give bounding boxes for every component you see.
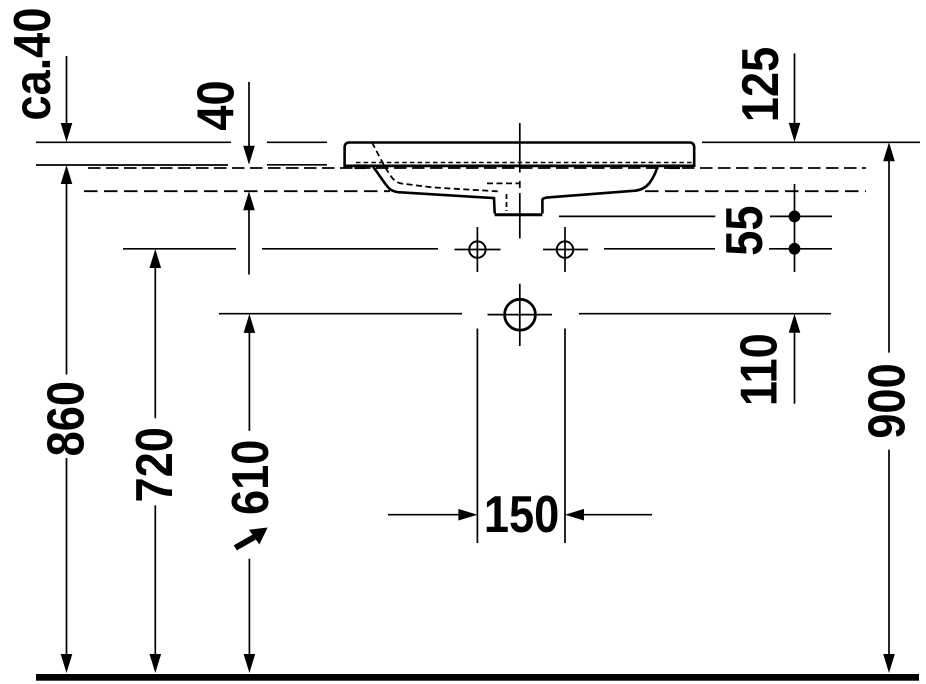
svg-text:150: 150 xyxy=(484,486,559,544)
svg-text:40: 40 xyxy=(188,80,246,130)
svg-text:720: 720 xyxy=(126,427,184,502)
svg-text:125: 125 xyxy=(732,47,790,122)
svg-text:ca.40: ca.40 xyxy=(4,8,62,121)
svg-text:55: 55 xyxy=(716,205,774,255)
svg-text:900: 900 xyxy=(859,363,917,438)
svg-text:110: 110 xyxy=(731,333,789,406)
svg-text:860: 860 xyxy=(37,381,95,456)
svg-text:610: 610 xyxy=(222,440,280,515)
